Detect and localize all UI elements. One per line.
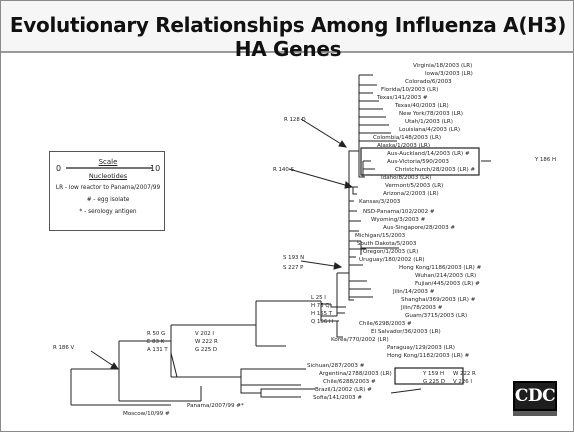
leaf-label: Aus-Victoria/590/2003 [387,159,449,165]
leaf-label: Paraguay/129/2003 (LR) [387,345,455,351]
leaf-label: Christchurch/28/2003 (LR) # [395,167,475,173]
leaf-label: Guam/3715/2003 (LR) [405,313,467,319]
leaf-label: Michigan/15/2003 [355,233,406,239]
cdc-logo: CDC [513,381,557,411]
scale-units: Nucleotides [88,172,128,180]
leaf-labels: Virginia/18/2003 (LR) Iowa/3/2003 (LR) Col… [123,63,482,417]
leaf-label: Fujian/445/2003 (LR) # [415,281,480,287]
mutation-label: L 25 I [311,295,326,301]
mutation-label: V 202 I [195,331,214,337]
slide-title: Evolutionary Relationships Among Influen… [9,13,567,61]
leaf-label: Virginia/18/2003 (LR) [413,63,472,69]
leaf-label: Iowa/3/2003 (LR) [425,71,473,77]
leaf-label: Chile/6288/2003 # [323,379,376,385]
leaf-label: Hong Kong/1182/2003 (LR) # [387,353,470,359]
cdc-logo-tagline [513,411,557,416]
leaf-label: Sichuan/287/2003 # [307,363,365,369]
leaf-label: Panama/2007/99 #* [187,403,244,409]
mutation-label: Y 159 H [422,371,444,377]
leaf-label: Louisiana/4/2003 (LR) [399,127,460,133]
leaf-label: El Salvador/36/2003 (LR) [371,329,441,335]
leaf-label: Colombia/148/2003 (LR) [373,135,441,141]
mutation-label: S 193 N [283,255,304,261]
mutation-label: R 50 G [147,331,165,337]
leaf-label: Kansas/3/2003 [359,199,401,205]
mutation-label: E 83 K [147,339,165,345]
leaf-label: Aus-Auckland/14/2003 (LR) # [387,151,470,157]
leaf-label: Florida/10/2003 (LR) [381,87,438,93]
leaf-label: Argentina/2788/2003 (LR) [319,371,392,377]
mutation-label: R 140 S [273,167,294,173]
leaf-label: Hong Kong/1186/2003 (LR) # [399,265,482,271]
mutation-label: G 225 D [423,379,445,385]
leaf-label: Oregon/1/2003 (LR) [363,249,418,255]
mutation-label: R 186 V [53,345,74,351]
mutation-label: V 226 I [453,379,472,385]
highlight-box-chile [394,367,464,385]
mutation-labels: R 128 D R 140 S Y 186 H S 193 N S 227 P L 25 … [53,117,556,385]
scale-max: 10 [150,164,161,173]
leaf-label: Shanghai/369/2003 (LR) # [401,297,476,303]
leaf-label: Korea/770/2002 (LR) [331,337,389,343]
leaf-label: Texas/141/2003 # [376,95,428,101]
leaf-label: Chile/6298/2003 # [359,321,412,327]
scale-bar [66,167,152,169]
mutation-label: S 227 P [283,265,304,271]
leaf-label: Sofia/141/2003 # [313,395,362,401]
leaf-label: Wuhan/214/2003 (LR) [415,273,476,279]
leaf-label: Texas/40/2003 (LR) [394,103,449,109]
leaf-label: Wyoming/3/2003 # [371,217,426,223]
leaf-label: Vermont/5/2003 (LR) [385,183,443,189]
mutation-label: R 128 D [284,117,306,123]
mutation-label: W 222 R [453,371,476,377]
mutation-label: H 155 T [311,311,333,317]
legend-line-lr: LR - low reactor to Panama/2007/99 [55,185,161,191]
leaf-label: Colorado/6/2003 [405,79,452,85]
leaf-label: Jilin/78/2003 # [400,305,443,311]
leaf-label: Idaho/8/2003 (LR) [381,175,431,181]
mutation-label: Q 156 H [311,319,333,325]
mutation-label: H 75 Q [311,303,330,309]
mutation-label: W 222 R [195,339,218,345]
scale-label: Scale [98,158,118,166]
leaf-label: Moscow/10/99 # [123,411,170,417]
title-bar: Evolutionary Relationships Among Influen… [1,1,573,61]
leaf-label: Brazil/1/2002 (LR) # [315,387,372,393]
legend-box: Scale 0 10 Nucleotides LR - low reactor … [49,151,165,231]
tree-branches [70,74,399,406]
mutation-label: A 131 T [147,347,168,353]
legend-line-egg: # - egg isolate [86,197,130,203]
scale-min: 0 [56,164,62,173]
legend-line-serology: * - serology antigen [79,209,137,215]
leaf-label: Utah/1/2003 (LR) [405,119,453,125]
leaf-label: Alaska/1/2003 (LR) [377,143,430,149]
leaf-label: NSD-Panama/102/2002 # [363,209,435,215]
leaf-label: Aus-Singapore/28/2003 # [383,225,455,231]
mutation-label: Y 186 H [534,157,556,163]
leaf-label: Uruguay/180/2002 (LR) [359,257,425,263]
leaf-label: South Dakota/5/2003 [357,241,417,247]
leaf-label: New York/78/2003 (LR) [399,111,463,117]
highlight-box-aus [360,147,480,176]
mutation-label: G 225 D [195,347,217,353]
leaf-label: Jilin/14/2003 # [392,289,435,295]
leaf-label: Arizona/2/2003 (LR) [383,191,439,197]
mutation-arrows [90,118,491,394]
